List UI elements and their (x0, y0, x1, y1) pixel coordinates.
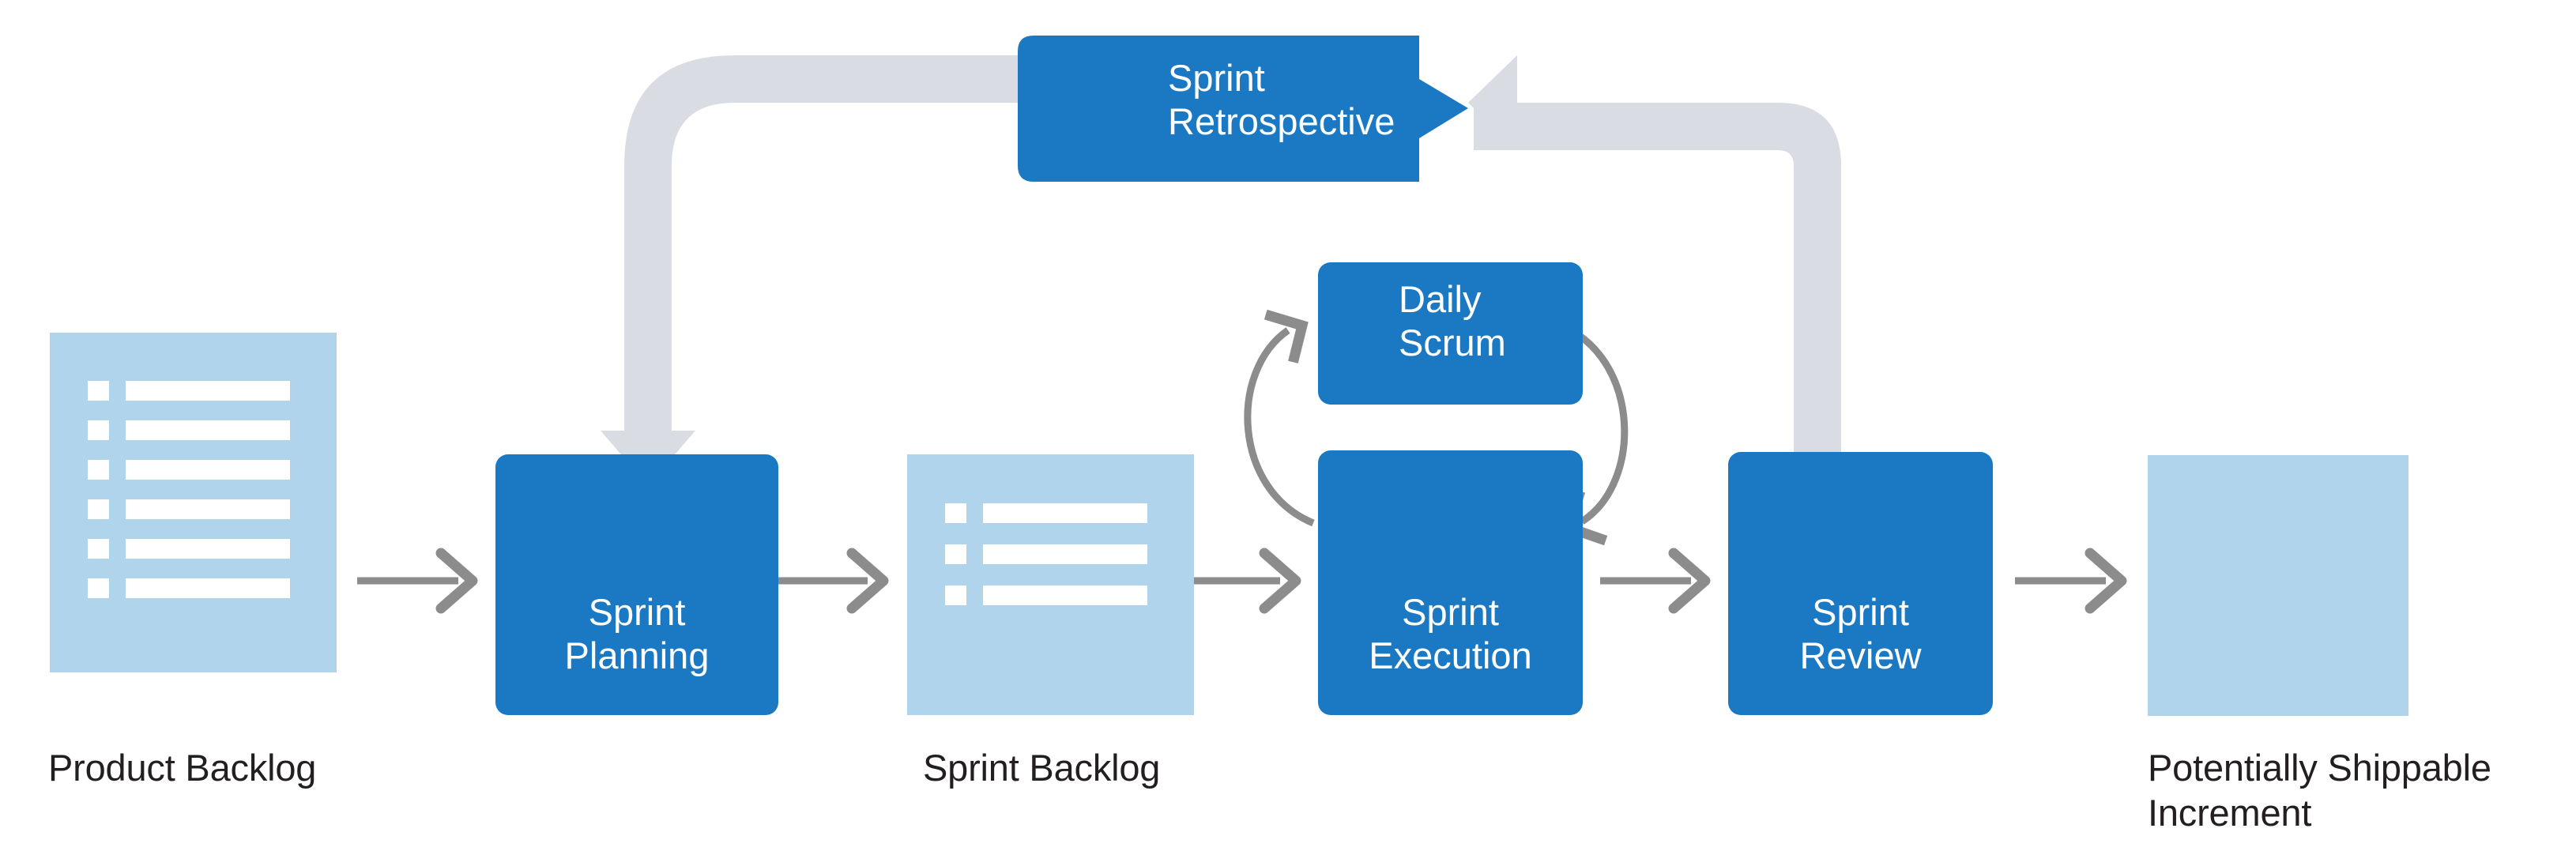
checklist-bar (126, 460, 290, 480)
event-sprint-planning[interactable] (495, 454, 778, 715)
checklist-bar (126, 381, 290, 401)
checklist-bullet (88, 499, 109, 519)
checklist-bar (126, 578, 290, 598)
checklist-bullet (88, 539, 109, 559)
retro-pill-shape (1018, 36, 1468, 182)
event-label-sprint-planning: Sprint Planning (564, 591, 710, 676)
artifact-label-sprint-backlog: Sprint Backlog (923, 747, 1161, 789)
arrow-sprint-planning-to-sprint-backlog (778, 548, 889, 614)
event-label-daily-scrum: Daily Scrum (1399, 278, 1506, 363)
checklist-bullet (88, 381, 109, 401)
arrow-sprint-execution-to-daily-scrum (1244, 309, 1315, 527)
event-daily-scrum[interactable] (1318, 262, 1583, 405)
event-sprint-execution[interactable] (1318, 450, 1583, 715)
arrow-sprint-execution-to-sprint-review (1600, 548, 1711, 614)
checklist-bar (126, 539, 290, 559)
artifact-label-increment: Potentially Shippable Increment (2148, 747, 2491, 834)
event-label-sprint-retrospective: Sprint Retrospective (1168, 57, 1395, 143)
event-label-sprint-execution: Sprint Execution (1369, 591, 1532, 676)
checklist-bullet (88, 578, 109, 598)
artifact-label-product-backlog: Product Backlog (48, 747, 317, 789)
arrow-sprint-review-to-increment (2015, 548, 2127, 614)
checklist-bullet (88, 460, 109, 480)
event-sprint-review[interactable] (1728, 452, 1993, 715)
artifact-sprint-backlog[interactable] (907, 454, 1194, 715)
event-sprint-retrospective[interactable]: Sprint Retrospective (1018, 36, 1468, 182)
arrow-product-backlog-to-sprint-planning (357, 548, 478, 614)
checklist-bar (126, 420, 290, 440)
arrow-sprint-backlog-to-sprint-execution (1193, 548, 1301, 614)
checklist-bullet (88, 420, 109, 440)
checklist-bar (983, 585, 1147, 605)
checklist-bar (983, 503, 1147, 523)
artifact-product-backlog[interactable] (50, 333, 337, 672)
checklist-bullet (945, 503, 966, 523)
gray-band-notch-arrow (1468, 55, 1517, 150)
artifact-increment[interactable] (2148, 455, 2408, 716)
checklist-bar (983, 544, 1147, 564)
event-label-sprint-review: Sprint Review (1799, 591, 1922, 676)
checklist-icon (945, 503, 1158, 638)
checklist-bullet (945, 585, 966, 605)
checklist-bar (126, 499, 290, 519)
checklist-bullet (945, 544, 966, 564)
checklist-icon (88, 381, 301, 598)
